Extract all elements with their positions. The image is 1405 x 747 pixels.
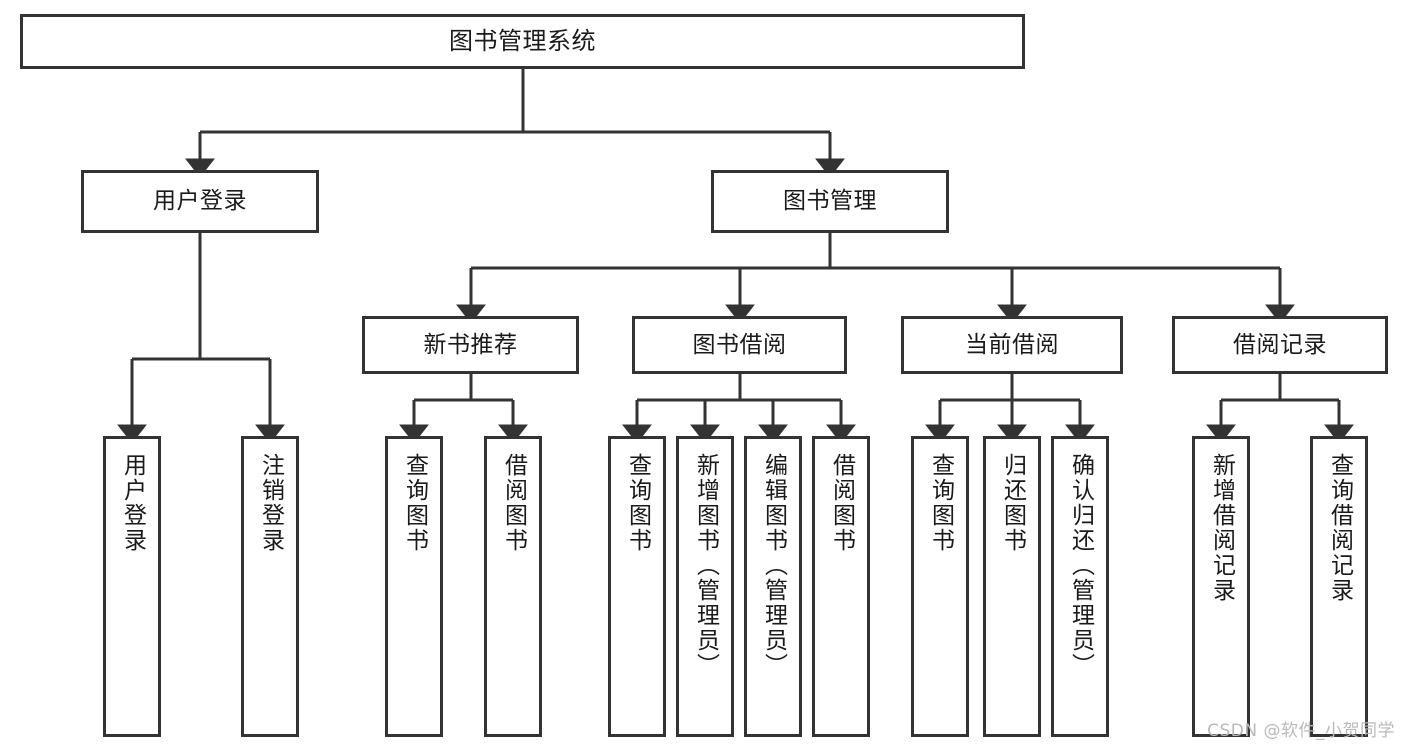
node-newbook[interactable]: 新书推荐 [362,316,579,374]
node-root[interactable]: 图书管理系统 [20,14,1025,69]
node-label: 查询图书 [927,453,954,553]
node-leaf-b1[interactable]: 借阅图书 [484,436,542,737]
node-leaf-q2[interactable]: 查询图书 [608,436,666,737]
node-bookmgmt[interactable]: 图书管理 [711,170,949,233]
node-leaf-edit[interactable]: 编辑图书（管理员） [744,436,802,737]
node-leaf-q3[interactable]: 查询图书 [911,436,969,737]
node-label: 归还图书 [999,453,1026,553]
node-label: 图书借阅 [692,331,787,358]
node-label: 图书管理系统 [449,26,596,55]
node-label: 注销登录 [257,453,284,553]
node-label: 确认归还（管理员） [1067,453,1094,678]
node-borrow[interactable]: 图书借阅 [632,316,847,374]
node-leaf-q1[interactable]: 查询图书 [385,436,443,737]
node-label: 借阅记录 [1233,331,1327,358]
node-label: 新增借阅记录 [1208,453,1235,603]
csdn-watermark: CSDN @软件_小贺同学 [1207,721,1395,741]
node-label: 新书推荐 [423,331,518,358]
node-leaf-conf[interactable]: 确认归还（管理员） [1051,436,1109,737]
node-label: 用户登录 [153,188,247,215]
node-label: 查询图书 [624,453,651,553]
node-current[interactable]: 当前借阅 [901,316,1123,374]
node-login[interactable]: 用户登录 [81,170,319,233]
node-label: 当前借阅 [965,331,1059,358]
node-label: 查询借阅记录 [1326,453,1353,603]
node-leaf-b2[interactable]: 借阅图书 [812,436,870,737]
node-records[interactable]: 借阅记录 [1172,316,1388,374]
node-label: 查询图书 [401,453,428,553]
node-label: 用户登录 [119,453,146,553]
node-leaf-qrec[interactable]: 查询借阅记录 [1310,436,1368,737]
node-label: 新增图书（管理员） [692,453,719,678]
node-leaf-logout[interactable]: 注销登录 [241,436,299,737]
node-leaf-login[interactable]: 用户登录 [103,436,161,737]
node-label: 图书管理 [783,188,877,215]
node-label: 借阅图书 [500,453,527,553]
node-leaf-ret[interactable]: 归还图书 [983,436,1041,737]
node-label: 借阅图书 [828,453,855,553]
node-label: 编辑图书（管理员） [760,453,787,678]
node-leaf-add[interactable]: 新增图书（管理员） [676,436,734,737]
node-leaf-addrec[interactable]: 新增借阅记录 [1192,436,1250,737]
